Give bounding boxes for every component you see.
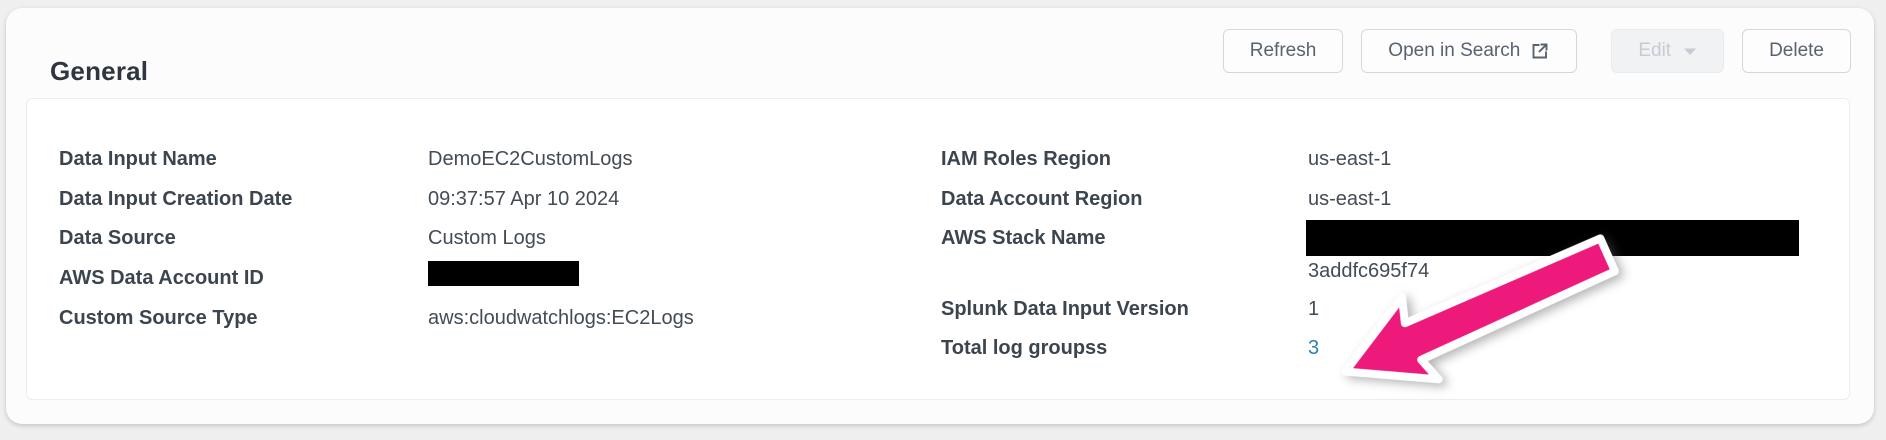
- redaction-bar-stack-name: [1306, 220, 1799, 256]
- general-panel: General Refresh Open in Search Edit Dele…: [6, 8, 1874, 424]
- field-value-data-input-creation-date: 09:37:57 Apr 10 2024: [428, 188, 620, 210]
- open-in-search-label: Open in Search: [1388, 40, 1521, 61]
- field-value-custom-source-type: aws:cloudwatchlogs:EC2Logs: [428, 307, 694, 329]
- field-value-data-account-region: us-east-1: [1308, 188, 1392, 210]
- details-panel: Data Input Name DemoEC2CustomLogs Data I…: [26, 98, 1850, 400]
- panel-title: General: [50, 55, 149, 86]
- field-value-splunk-data-input-version: 1: [1308, 298, 1320, 320]
- field-label-aws-data-account-id: AWS Data Account ID: [59, 267, 264, 289]
- edit-label: Edit: [1638, 40, 1672, 61]
- field-value-data-input-name: DemoEC2CustomLogs: [428, 148, 633, 170]
- field-label-iam-roles-region: IAM Roles Region: [941, 148, 1112, 170]
- field-label-aws-stack-name: AWS Stack Name: [941, 227, 1106, 249]
- field-label-data-input-name: Data Input Name: [59, 148, 217, 170]
- toolbar: Refresh Open in Search Edit Delete: [1222, 29, 1851, 73]
- edit-button[interactable]: Edit: [1611, 29, 1725, 73]
- delete-button[interactable]: Delete: [1742, 29, 1851, 73]
- refresh-button[interactable]: Refresh: [1222, 29, 1344, 73]
- redaction-bar-account-id: [428, 261, 579, 286]
- field-label-data-input-creation-date: Data Input Creation Date: [59, 188, 293, 210]
- field-label-custom-source-type: Custom Source Type: [59, 307, 258, 329]
- field-label-total-log-groups: Total log groupss: [941, 337, 1108, 359]
- field-value-iam-roles-region: us-east-1: [1308, 148, 1392, 170]
- field-label-splunk-data-input-version: Splunk Data Input Version: [941, 298, 1189, 320]
- field-value-aws-stack-name: 3addfc695f74: [1308, 260, 1430, 282]
- field-label-data-source: Data Source: [59, 227, 176, 249]
- field-label-data-account-region: Data Account Region: [941, 188, 1143, 210]
- external-link-icon: [1532, 43, 1548, 59]
- open-in-search-button[interactable]: Open in Search: [1361, 29, 1578, 73]
- chevron-down-icon: [1684, 48, 1697, 55]
- total-log-groups-link[interactable]: 3: [1308, 337, 1320, 359]
- field-value-data-source: Custom Logs: [428, 227, 546, 249]
